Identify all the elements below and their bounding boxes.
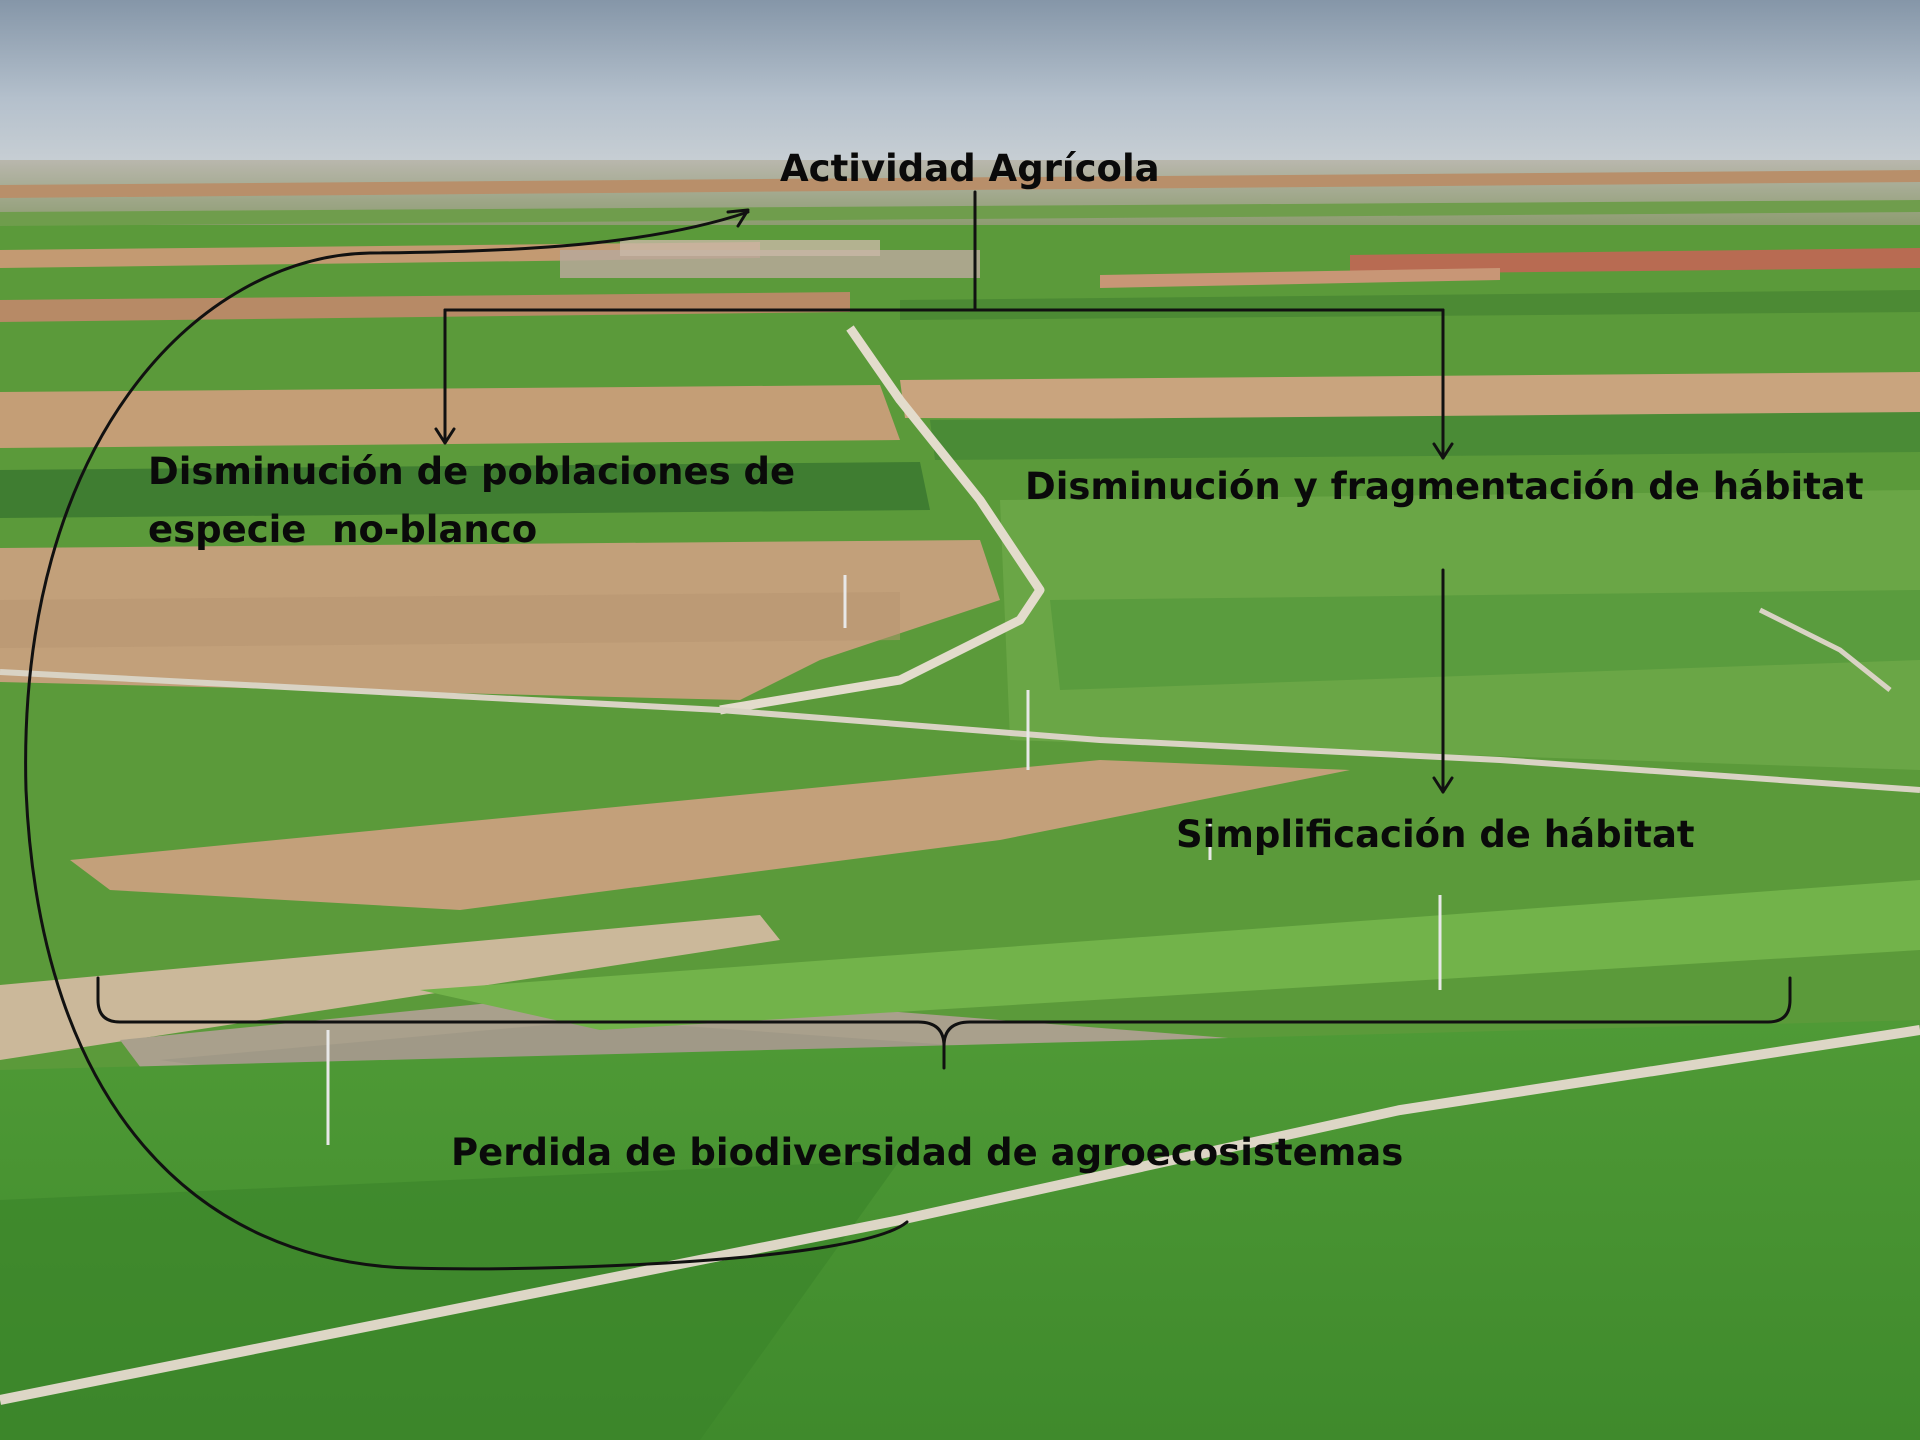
- field-strip: [0, 242, 760, 268]
- field-green: [1050, 590, 1920, 690]
- dirt-road: [719, 325, 1045, 715]
- field-green: [930, 412, 1920, 460]
- field-strip: [0, 200, 1920, 226]
- arrowhead: [434, 427, 456, 445]
- dirt-road: [0, 669, 1920, 793]
- node-biodiversity-loss: Perdida de biodiversidad de agroecosiste…: [451, 1131, 1404, 1174]
- arrowhead: [1432, 776, 1454, 794]
- sky: [0, 0, 1920, 165]
- field-plowed: [0, 592, 900, 648]
- field-green: [420, 880, 1920, 1030]
- field-strip: [0, 170, 1920, 198]
- field-plowed: [0, 385, 900, 448]
- field-strip: [0, 292, 850, 322]
- field-plowed: [900, 372, 1920, 420]
- node-population-decline-line1: Disminución de poblaciones de: [148, 450, 796, 493]
- village: [620, 240, 880, 256]
- node-agricultural-activity: Actividad Agrícola: [780, 147, 1160, 190]
- field-strip: [900, 290, 1920, 320]
- field-green-foreground: [0, 1160, 900, 1440]
- curly-brace: [96, 976, 1792, 1070]
- node-population-decline: Disminución de poblaciones de especie no…: [148, 443, 795, 559]
- dirt-road: [0, 1025, 1920, 1405]
- arrowhead: [1432, 442, 1454, 460]
- dirt-road: [1758, 607, 1892, 692]
- field-green: [0, 462, 930, 518]
- field-strip: [1100, 268, 1500, 288]
- field-plowed: [70, 760, 1350, 910]
- arrowhead: [726, 208, 750, 228]
- node-habitat-fragmentation: Disminución y fragmentación de hábitat: [1025, 465, 1864, 508]
- feedback-loop-curve: [24, 210, 909, 1271]
- field-strip: [1350, 248, 1920, 274]
- node-population-decline-line2: especie no-blanco: [148, 508, 538, 551]
- field-pale: [0, 915, 780, 1060]
- node-habitat-simplification: Simplificación de hábitat: [1176, 813, 1695, 856]
